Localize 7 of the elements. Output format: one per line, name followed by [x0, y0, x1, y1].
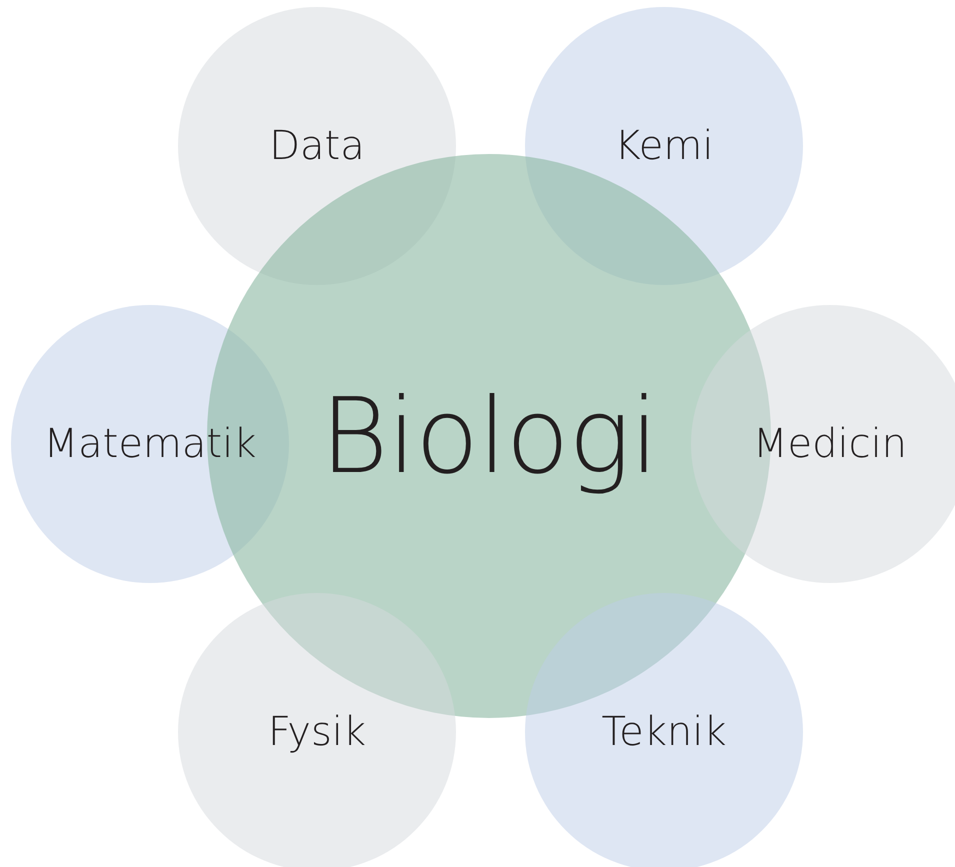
central-label: Biologi: [320, 375, 658, 497]
topic-label: Fysik: [268, 709, 366, 755]
topic-label: Medicin: [752, 421, 908, 467]
topic-label: Data: [269, 123, 365, 169]
topic-label: Kemi: [614, 123, 714, 169]
topic-label: Teknik: [601, 709, 727, 755]
topic-label: Matematik: [44, 421, 256, 467]
